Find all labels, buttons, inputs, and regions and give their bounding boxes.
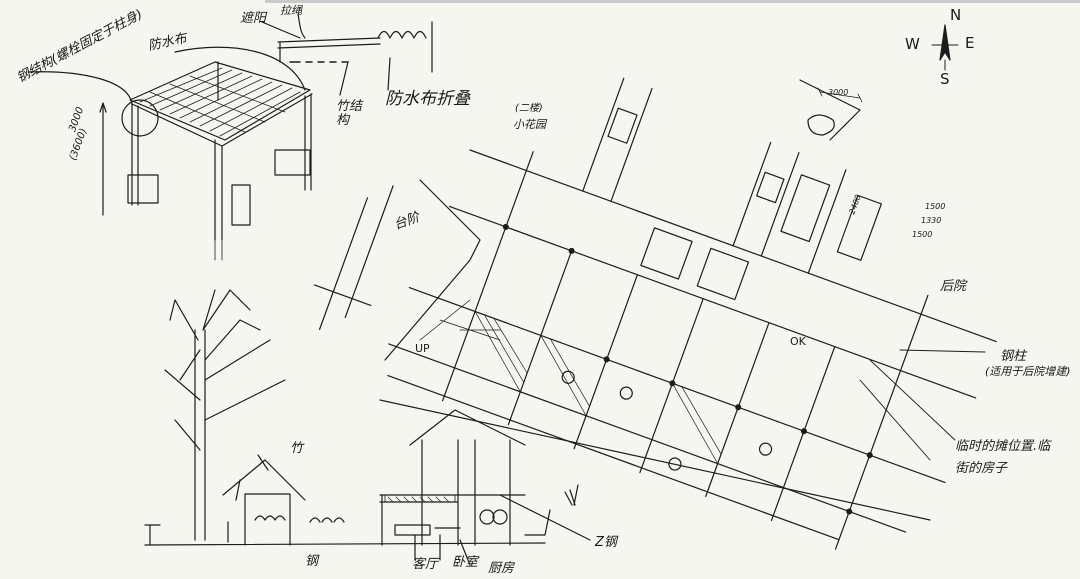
dimension-right-2: 1330 bbox=[921, 216, 942, 225]
dimension-right-3: 1500 bbox=[912, 230, 933, 239]
compass-west: W bbox=[905, 35, 920, 53]
kitchen-label: 厨房 bbox=[488, 561, 515, 576]
steel-column-note: (适用于后院增建) bbox=[985, 365, 1071, 378]
living-room-label: 客厅 bbox=[412, 557, 439, 572]
dimension-right-1: 1500 bbox=[925, 202, 946, 211]
compass-north: N bbox=[950, 6, 962, 24]
site-plan-drawing bbox=[313, 77, 997, 550]
stall-note-line1: 临时的摊位置.临 bbox=[955, 439, 1051, 454]
pergola-drawing bbox=[27, 46, 313, 261]
steel-label: 钢 bbox=[305, 554, 319, 569]
garden-label: 小花园 bbox=[513, 118, 546, 131]
roof-detail-drawing bbox=[261, 13, 433, 96]
north-arrow-icon bbox=[931, 24, 959, 71]
compass-east: E bbox=[965, 34, 975, 52]
street-edge bbox=[379, 399, 931, 521]
steps-edge bbox=[384, 179, 481, 361]
rope-label: 拉绳 bbox=[280, 4, 302, 17]
steel2-label: Z钢 bbox=[595, 535, 617, 550]
dimension-top: 3000 bbox=[828, 88, 849, 97]
steel-column-label: 钢柱 bbox=[1000, 349, 1027, 364]
tree-drawing bbox=[164, 289, 286, 541]
backyard-label: 后院 bbox=[940, 279, 967, 294]
folding-cloth-label: 防水布折叠 bbox=[385, 89, 470, 109]
ok-label: OK bbox=[790, 335, 806, 348]
section-drawing bbox=[144, 409, 591, 566]
garden-level-label: (二楼) bbox=[515, 103, 543, 114]
bedroom-label: 卧室 bbox=[452, 555, 479, 570]
bamboo-label: 竹 bbox=[290, 441, 304, 456]
bamboo-structure-label: 竹结构 bbox=[336, 99, 363, 128]
stall-note-line2: 街的房子 bbox=[955, 461, 1008, 476]
paper-edge bbox=[265, 0, 1080, 3]
shade-label: 遮阳 bbox=[240, 11, 267, 26]
up-label: UP bbox=[415, 342, 430, 355]
compass-south: S bbox=[940, 70, 950, 88]
